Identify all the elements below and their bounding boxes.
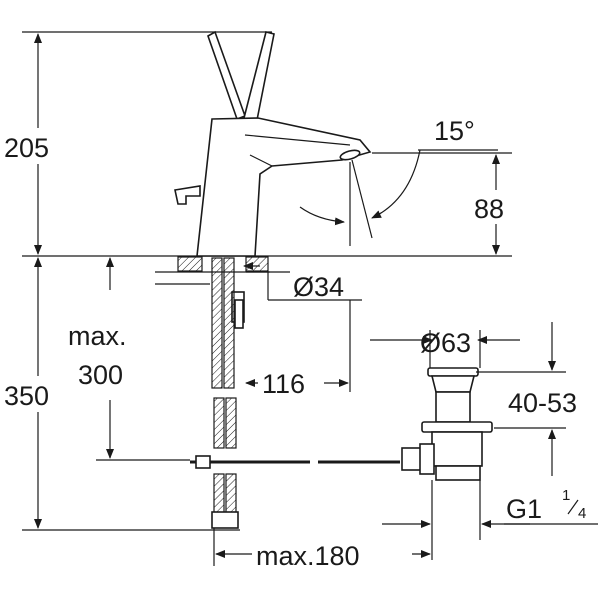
dim-label-180: max.180: [256, 541, 360, 571]
popup-rod: [174, 185, 201, 205]
waste-pivot-body: [419, 443, 435, 475]
waste-flange: [430, 375, 476, 393]
label-bg-205: [2, 128, 70, 164]
supply-hose-right-mid: [225, 397, 237, 449]
dim-label-range: 40-53: [508, 388, 577, 418]
spout-fold-line: [249, 154, 273, 167]
dim-label-thread-den: 4: [578, 505, 586, 522]
waste-gasket: [421, 421, 493, 433]
spout-edge-line: [244, 134, 351, 146]
supply-hose-right-top: [223, 257, 235, 389]
faucet-lever: [243, 31, 275, 121]
dim-label-angle: 15°: [434, 116, 475, 146]
dim-label-350: 350: [4, 381, 49, 411]
deck-section-right: [245, 256, 269, 272]
hose-connector-nut: [211, 511, 239, 529]
dim-label-dia34: Ø34: [293, 272, 344, 302]
waste-body-lower: [431, 431, 483, 467]
popup-plug-cap: [427, 367, 479, 377]
faucet-lever-rear: [207, 30, 247, 121]
label-bg-180: [252, 538, 412, 570]
label-bg-116: [258, 366, 324, 396]
dim-label-88: 88: [474, 194, 504, 224]
supply-hose-left-mid: [213, 397, 225, 449]
mounting-stud: [234, 299, 244, 329]
faucet-main-body: [196, 117, 372, 257]
dim-label-thread: G1: [506, 494, 542, 524]
supply-hose-right-bottom: [225, 473, 237, 515]
supply-hose-left-bottom: [213, 473, 225, 515]
label-bg-350: [2, 376, 70, 412]
deck-section-left: [177, 256, 203, 272]
linkage-clamp: [195, 455, 211, 469]
waste-valve: [401, 367, 493, 481]
dim-label-116: 116: [262, 369, 305, 399]
faucet-body: [174, 30, 372, 257]
dim-label-max: max.: [68, 321, 127, 351]
dim-label-205: 205: [4, 133, 49, 163]
angle-arc-left: [299, 206, 345, 226]
waste-body-upper: [435, 391, 471, 423]
waste-tail-nut: [435, 465, 481, 481]
angle-arc-right: [371, 149, 421, 219]
dim-label-300: 300: [78, 360, 123, 390]
waste-pivot-nut: [401, 447, 423, 471]
aerator-outlet: [339, 149, 361, 161]
thread-fraction-slash: [567, 499, 579, 515]
dim-label-thread-num: 1: [562, 487, 570, 504]
dim-label-dia63: Ø63: [420, 328, 471, 358]
label-bg-88: [470, 190, 522, 224]
angle-tilted-line: [351, 159, 373, 239]
supply-hose-left-top: [211, 257, 223, 389]
